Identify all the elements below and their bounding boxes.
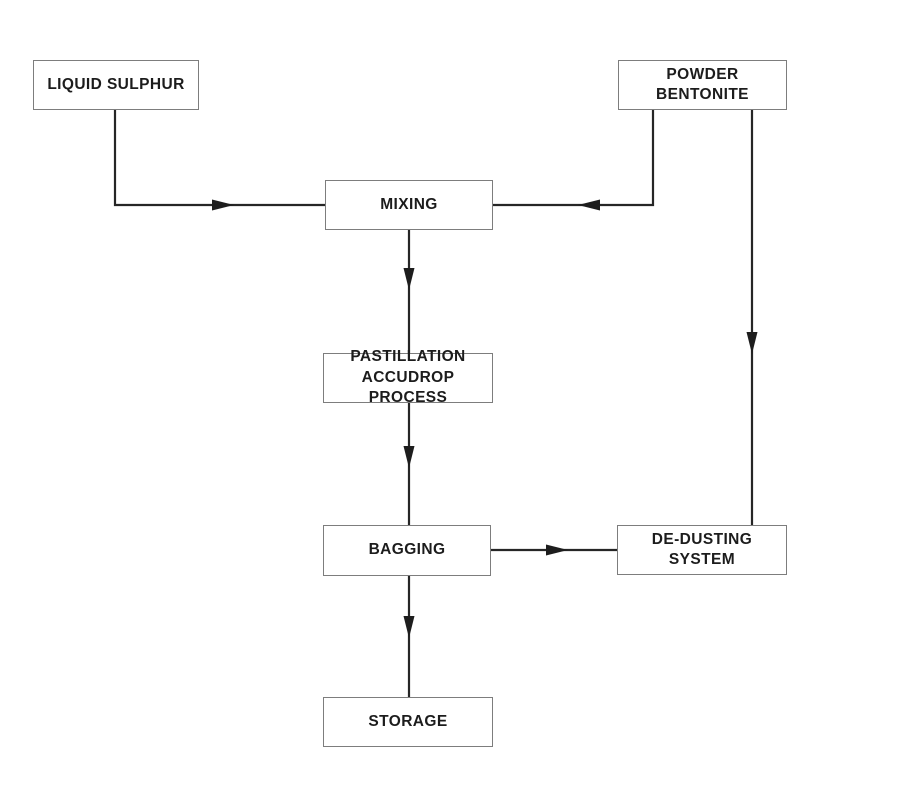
arrowhead-right-icon <box>212 199 234 211</box>
node-bagging-label: BAGGING <box>368 541 446 559</box>
arrow-liquid-sulphur-to-mixing <box>113 110 325 211</box>
arrow-mixing-to-pastillation <box>403 230 415 353</box>
arrowhead-down-icon <box>403 446 415 468</box>
arrowhead-down-icon <box>403 268 415 290</box>
node-dedusting-system: DE-DUSTING SYSTEM <box>617 525 787 575</box>
node-storage-label: STORAGE <box>368 712 448 730</box>
node-mixing: MIXING <box>325 180 493 230</box>
arrow-powder-bentonite-to-dedusting <box>746 110 758 525</box>
node-pastillation: PASTILLATION ACCUDROP PROCESS <box>323 348 493 406</box>
arrow-pastillation-to-bagging <box>403 403 415 525</box>
arrowhead-down-icon <box>403 616 415 638</box>
node-storage: STORAGE <box>323 697 493 747</box>
arrow-bagging-to-storage <box>403 576 415 697</box>
arrowhead-down-icon <box>746 332 758 354</box>
arrow-powder-bentonite-to-mixing <box>493 110 655 211</box>
node-liquid-sulphur: LIQUID SULPHUR <box>33 60 199 110</box>
node-bagging: BAGGING <box>323 525 491 576</box>
arrowhead-right-icon <box>546 544 568 556</box>
node-mixing-label: MIXING <box>380 195 438 213</box>
node-powder-bentonite-label: POWDER BENTONITE <box>656 65 749 103</box>
arrow-line <box>493 110 655 207</box>
arrowhead-left-icon <box>578 199 600 211</box>
node-pastillation-label: PASTILLATION ACCUDROP PROCESS <box>350 348 466 407</box>
arrow-line <box>113 110 325 207</box>
arrow-bagging-to-dedusting <box>491 544 617 556</box>
node-liquid-sulphur-label: LIQUID SULPHUR <box>47 75 185 93</box>
node-powder-bentonite: POWDER BENTONITE <box>618 60 787 110</box>
node-dedusting-system-label: DE-DUSTING SYSTEM <box>651 530 753 568</box>
